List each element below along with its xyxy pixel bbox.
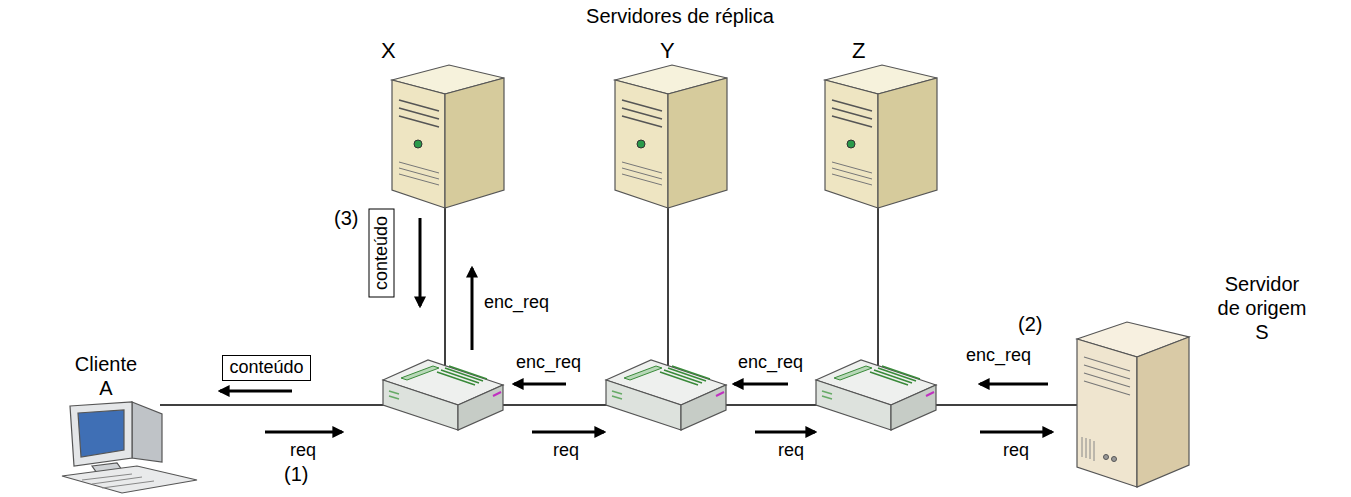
server-vents: [399, 162, 439, 185]
power-led: [414, 140, 422, 148]
client-icon: [62, 400, 202, 495]
monitor-screen: [78, 410, 124, 457]
power-led: [637, 140, 645, 148]
flow-arrow: [980, 431, 1052, 434]
network-wire: [667, 205, 669, 372]
flow-arrow: [514, 383, 566, 386]
message-label: enc_req: [738, 352, 803, 374]
origin-server: Servidor de origem S: [1072, 272, 1322, 494]
drive-bays: [399, 100, 439, 127]
message-label: enc_req: [516, 352, 581, 374]
power-led: [847, 140, 855, 148]
content-box: conteúdo: [222, 355, 311, 381]
message-label: enc_req: [484, 292, 549, 314]
flow-arrow: [755, 431, 815, 434]
drive-bays: [832, 100, 872, 127]
client-computer: Cliente A: [62, 352, 207, 497]
node-label: Cliente A: [70, 352, 142, 400]
replica-server: Z: [808, 38, 948, 213]
server-front: [825, 80, 878, 208]
router-symbol: [383, 360, 503, 430]
message-label: enc_req: [966, 345, 1031, 367]
keyboard-keys: [82, 474, 154, 488]
computer-base: [62, 466, 197, 493]
tower-icon: [820, 62, 942, 212]
monitor-side: [132, 402, 162, 462]
callout-number: (2): [1018, 312, 1042, 336]
server-side: [878, 78, 937, 208]
content-label: conteúdo: [229, 357, 303, 379]
message-label: req: [553, 440, 579, 462]
server-front: [615, 80, 668, 208]
power-button: [1104, 455, 1109, 460]
callout-number: (1): [284, 462, 308, 486]
router-symbol: [816, 360, 936, 430]
node-label: Servidor de origem S: [1212, 272, 1312, 344]
replica-server: X: [375, 38, 515, 213]
server-side: [1137, 337, 1189, 487]
replica-server: Y: [598, 38, 738, 213]
flow-arrow: [471, 268, 474, 350]
callout-number: (3): [334, 206, 358, 230]
server-vents: [622, 162, 662, 185]
server-side: [668, 78, 727, 208]
server-front: [392, 80, 445, 208]
server-side: [445, 78, 504, 208]
network-wire: [444, 205, 446, 372]
flow-arrow: [265, 431, 342, 434]
flow-arrow: [419, 218, 422, 306]
content-box: conteúdo: [368, 209, 394, 298]
flow-arrow: [220, 390, 292, 393]
node-label: Z: [852, 38, 865, 64]
network-wire: [877, 205, 879, 372]
message-label: req: [290, 440, 316, 462]
node-label: Y: [660, 38, 675, 64]
message-label: req: [1003, 440, 1029, 462]
drive-bays: [622, 100, 662, 127]
drive-bays: [1084, 357, 1130, 395]
message-label: req: [778, 440, 804, 462]
flow-arrow: [532, 431, 604, 434]
server-vents: [832, 162, 872, 185]
flow-arrow: [980, 383, 1048, 386]
router-symbol: [606, 360, 726, 430]
server-front: [1077, 339, 1137, 487]
diagram-title: Servidores de réplica: [430, 4, 930, 28]
server-vents: [1082, 437, 1094, 461]
flow-arrow: [734, 383, 788, 386]
monitor-front: [70, 402, 132, 466]
tower-icon: [387, 62, 509, 212]
origin-icon: [1072, 317, 1194, 489]
node-label: X: [381, 38, 396, 64]
power-button: [1112, 457, 1117, 462]
content-label: conteúdo: [370, 216, 392, 290]
tower-icon: [610, 62, 732, 212]
flow-arrows: [220, 218, 1052, 432]
